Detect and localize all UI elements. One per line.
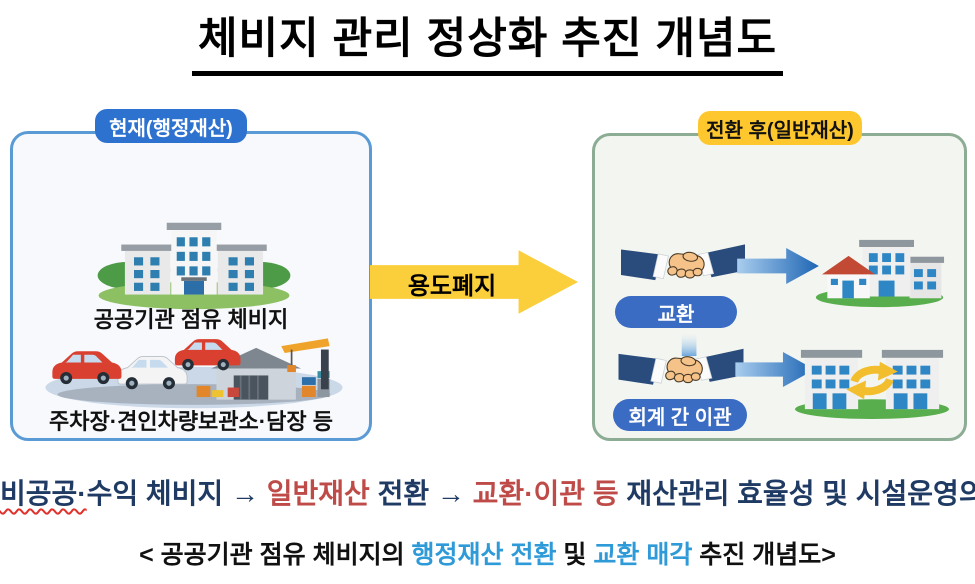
government-building-illustration [97,222,291,310]
summary-segment: 일반재산 [266,478,370,509]
page-title-text: 체비지 관리 정상화 추진 개념도 [191,4,784,76]
transfer-label: 회계 간 이관 [613,399,747,431]
flow-arrow-icon [370,250,578,314]
caption-segment: 및 [556,541,594,569]
swap-arrows-icon [846,361,898,400]
caption-segment: 행정재산 전환 [411,541,557,569]
house-and-buildings-illustration [815,239,945,308]
page-title: 체비지 관리 정상화 추진 개념도 [0,4,975,76]
summary-segment: 재산관리 효율성 및 시설운영의 안정성 확보 [626,478,975,509]
summary-segment: 전환 [369,478,437,509]
summary-segment: 교환·이관 등 [472,478,619,509]
crane [281,338,330,390]
handshake-icon [611,334,751,398]
summary-line: 비공공·수익 체비지 → 일반재산 전환 → 교환·이관 등 재산관리 효율성 … [0,472,975,512]
cars-warehouse-illustration [45,338,343,409]
handshake-icon [613,232,753,294]
after-conversion-panel: 전환 후(일반재산) 교환 [592,111,967,441]
current-top-caption: 공공기관 점유 체비지 [93,307,289,332]
caption-line: < 공공기관 점유 체비지의 행정재산 전환 및 교환 매각 추진 개념도> [0,535,975,571]
current-state-panel: 현재(행정재산) [10,109,372,441]
after-conversion-badge: 전환 후(일반재산) [698,111,862,145]
caption-segment: 교환 매각 [593,541,693,569]
caption-segment: < 공공기관 점유 체비지의 [139,541,412,569]
summary-segment: → [230,478,267,509]
exchange-label: 교환 [615,296,737,328]
summary-segment: → [436,478,473,509]
buildings-swap-illustration [795,349,949,419]
flow-arrow: 용도폐지 [370,249,578,315]
flow-arrow-label: 용도폐지 [407,273,497,300]
current-bottom-caption: 주차장·견인차량보관소·담장 등 [49,409,333,434]
summary-segment: 비공공· [0,478,87,509]
summary-segment: 수익 체비지 [86,478,231,509]
caption-segment: 추진 개념도> [692,541,836,569]
current-state-badge: 현재(행정재산) [95,109,247,143]
